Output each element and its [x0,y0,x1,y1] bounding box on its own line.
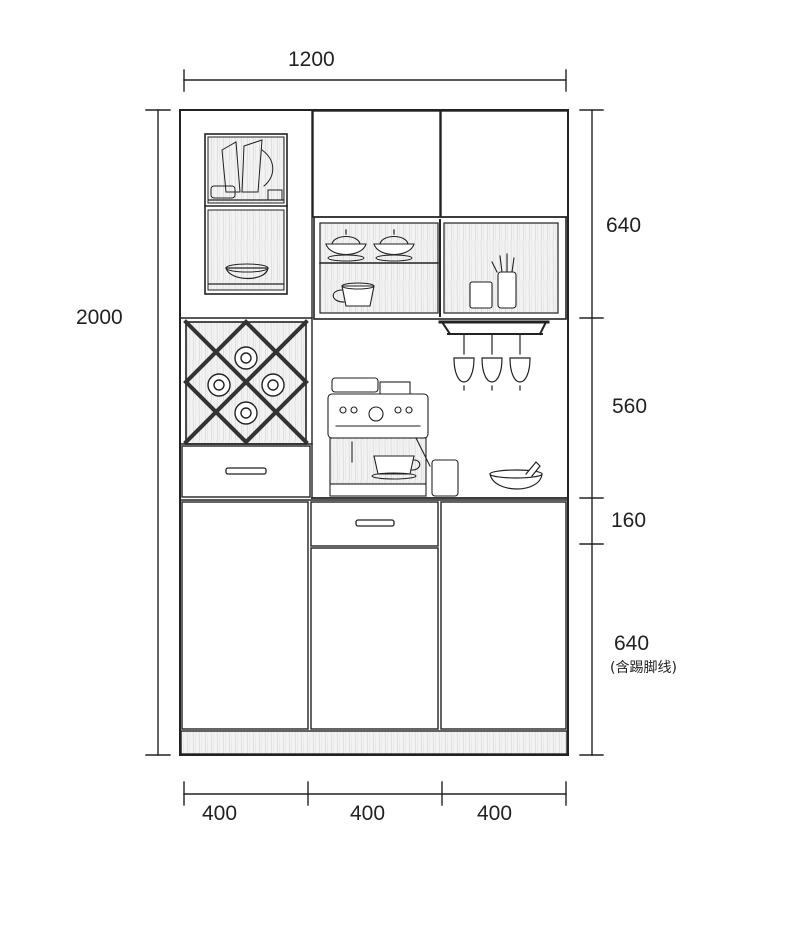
espresso-machine [327,377,459,497]
upper-height-label: 640 [606,214,642,237]
middle-height-label: 560 [612,395,648,418]
mortar-and-pestle [489,461,543,490]
counter-height-label: 160 [611,509,647,532]
left-drawer [181,445,311,498]
bottom-width-left-label: 400 [202,802,238,825]
right-section-dimension-line [579,109,604,756]
upper-wall-doors [312,110,569,218]
middle-drawer [310,501,439,547]
lower-height-note: (含踢脚线) [610,660,677,676]
lower-height-label: 640 [614,632,650,655]
cabinet-outer-frame [179,109,569,756]
top-width-dimension-line [183,69,567,92]
left-height-dimension-line [145,109,171,756]
upper-left-glass-cabinet [179,109,313,499]
top-width-label: 1200 [288,48,335,71]
kickboard [180,730,568,755]
lower-base-doors [181,501,567,730]
bottom-width-dimension-line [183,781,567,806]
bottom-width-middle-label: 400 [350,802,386,825]
wine-glass-rack [438,320,550,391]
wine-bottle-rack [179,319,313,445]
total-height-label: 2000 [76,306,123,329]
bottom-width-right-label: 400 [477,802,513,825]
open-shelf-unit [313,216,567,320]
